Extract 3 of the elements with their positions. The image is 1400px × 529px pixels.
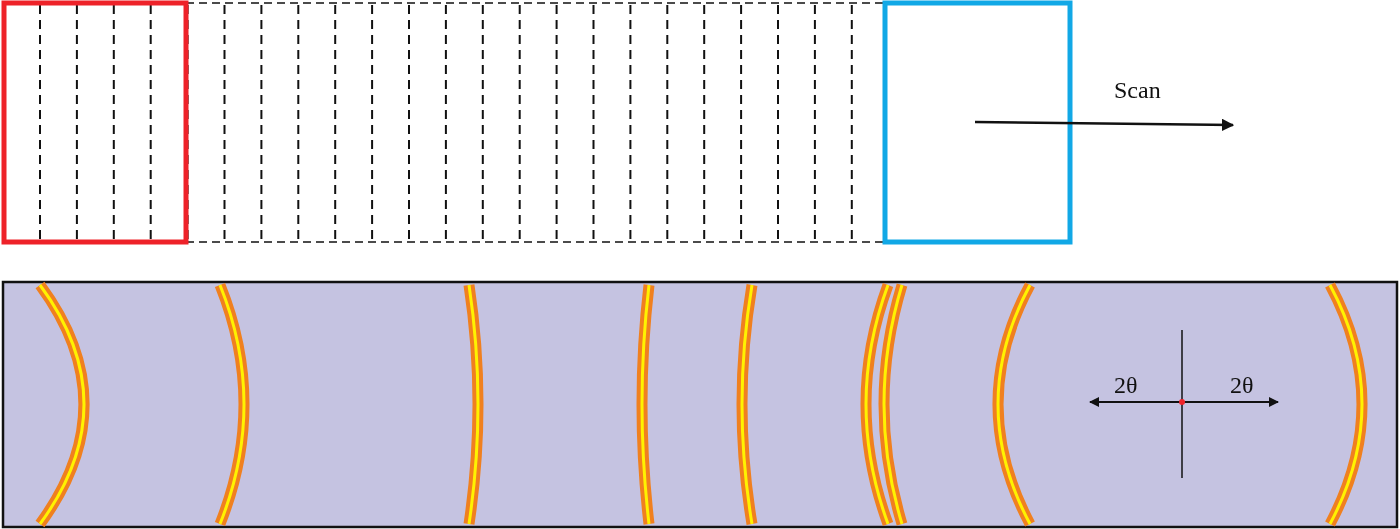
angle-label: 2θ (1230, 373, 1254, 397)
scan-label: Scan (1114, 78, 1161, 102)
angle-label: 2θ (1114, 373, 1138, 397)
